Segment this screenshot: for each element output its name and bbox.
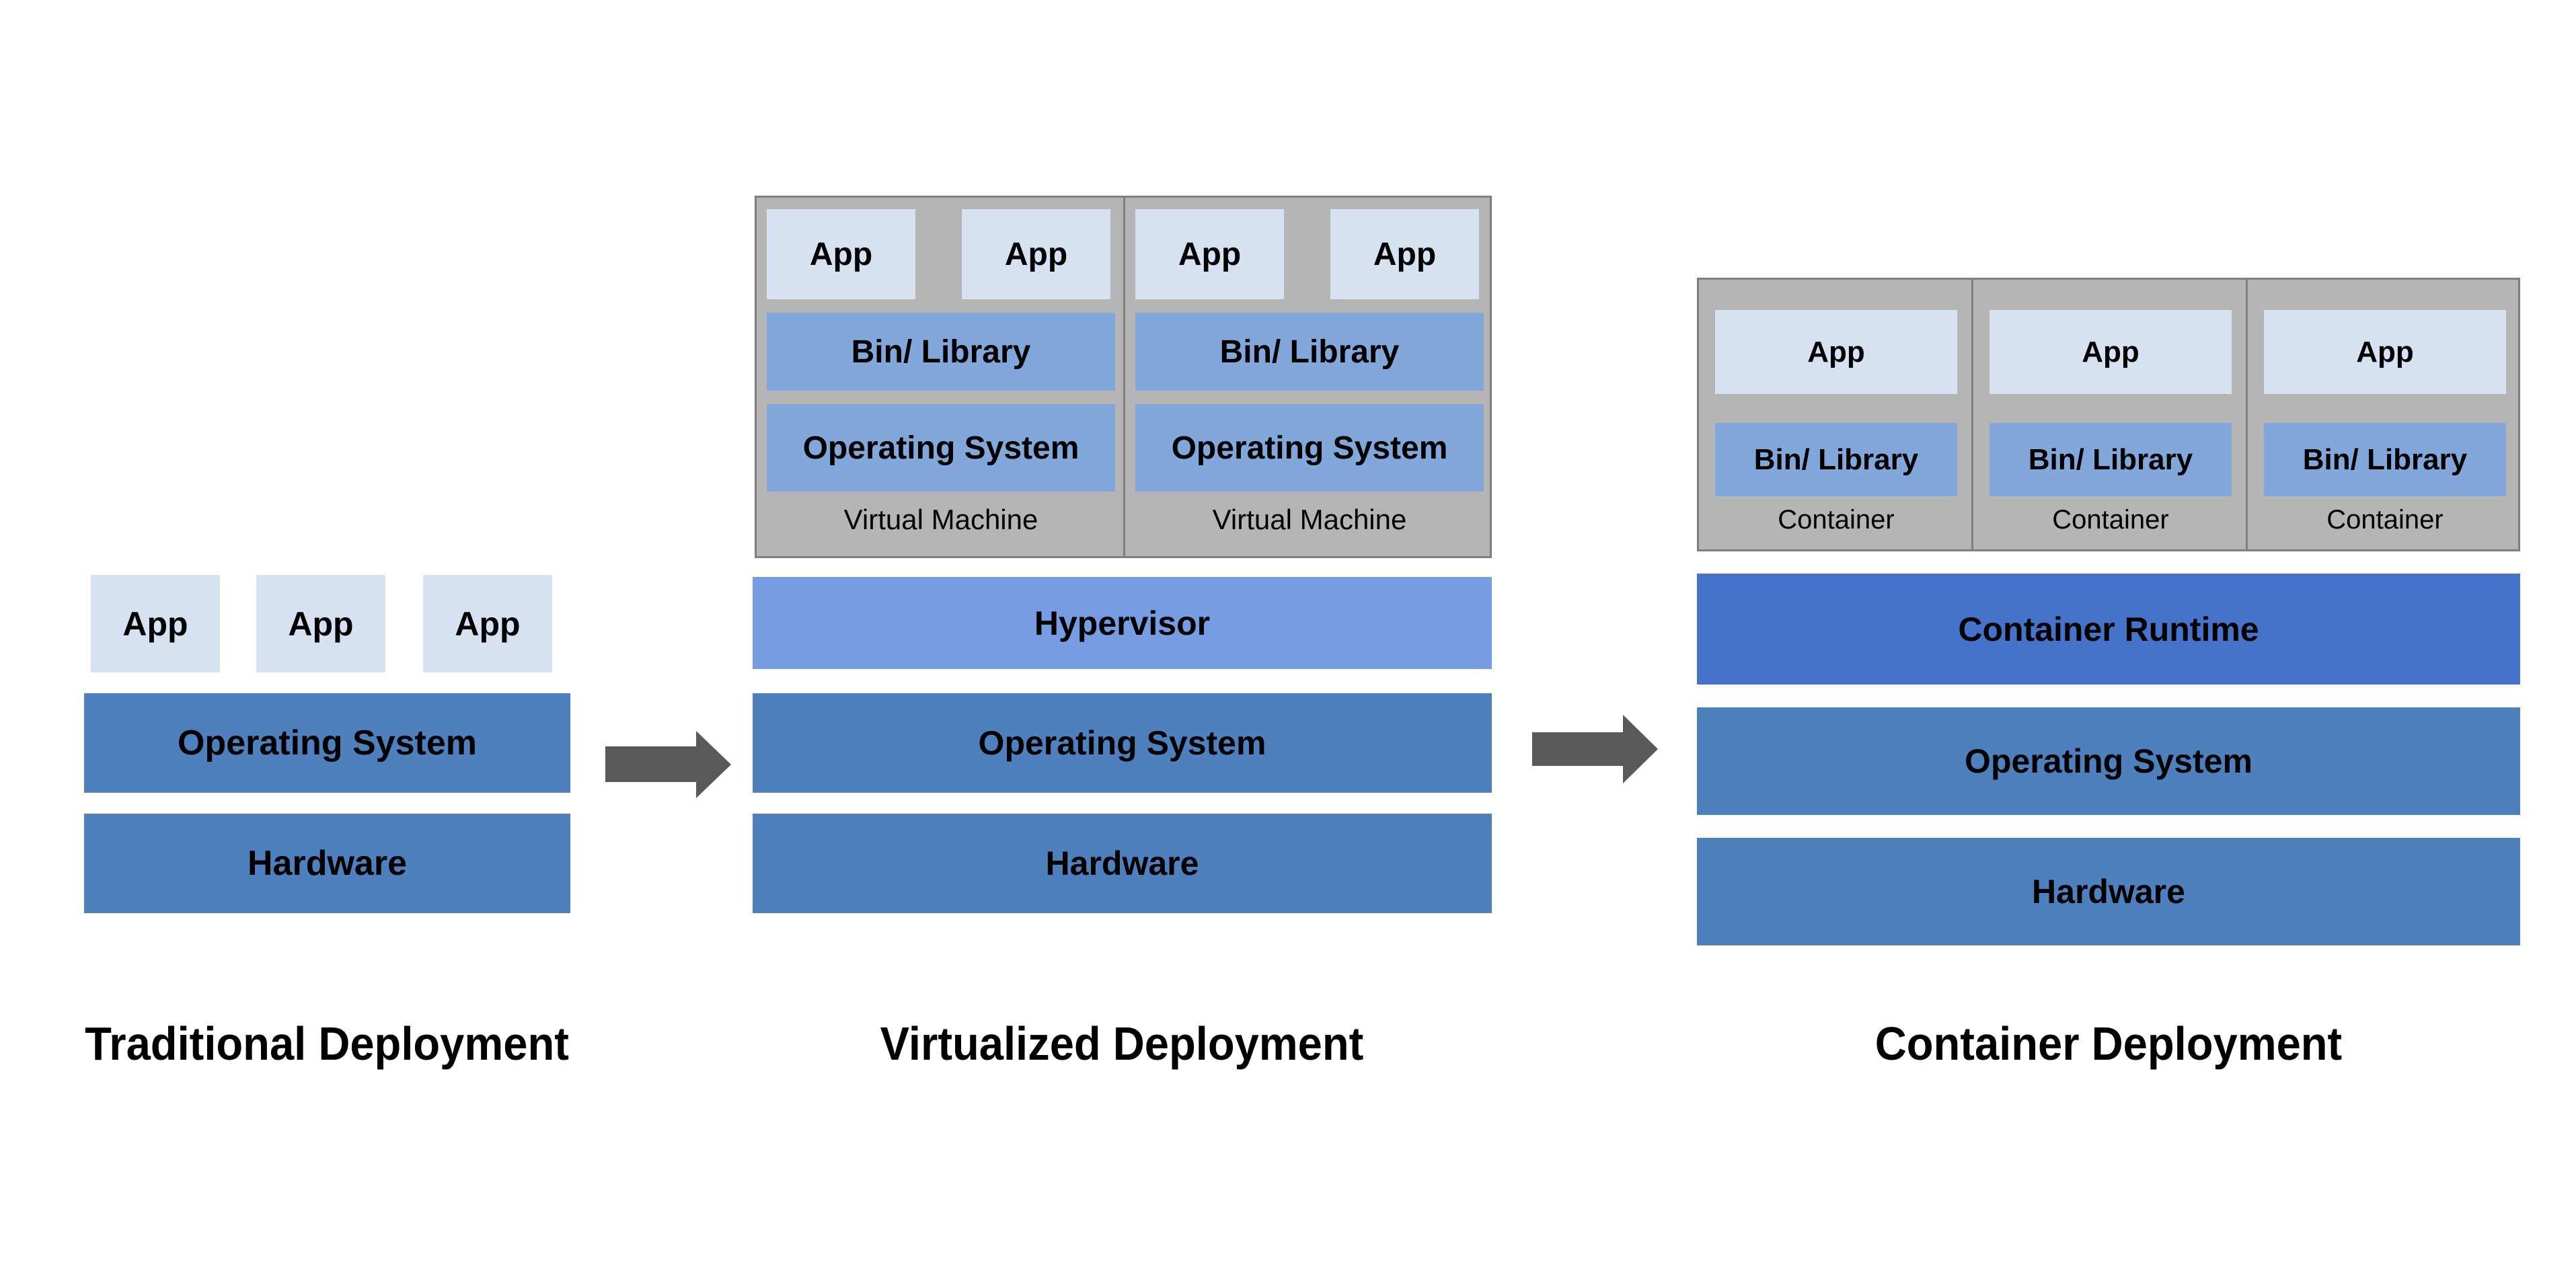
app-box: App [91,575,220,672]
bin-library-box: Bin/ Library [1990,423,2232,496]
container-divider [2246,280,2248,549]
app-box: App [2264,310,2506,394]
os-box: Operating System [1697,707,2520,815]
container-label: Container [2052,505,2169,535]
container-runtime-box: Container Runtime [1697,574,2520,685]
arrow-head [1623,715,1658,783]
app-box: App [256,575,385,672]
bin-library-box: Bin/ Library [2264,423,2506,496]
arrow-head [696,731,731,798]
container-group: App Bin/ Library Container App Bin/ Libr… [1697,278,2520,551]
container-divider [1971,280,1973,549]
vm-divider [1123,198,1125,556]
hypervisor-box: Hypervisor [753,577,1492,669]
os-box: Operating System [1135,404,1484,492]
os-box: Operating System [84,693,570,793]
section-title: Container Deployment [1874,1017,2343,1070]
app-box: App [1135,209,1284,299]
bin-library-box: Bin/ Library [1135,313,1484,391]
vm-label: Virtual Machine [843,504,1038,535]
section-title: Virtualized Deployment [880,1017,1364,1070]
os-box: Operating System [753,693,1492,793]
arrow-shaft [1532,732,1624,766]
app-box: App [1990,310,2232,394]
app-box: App [423,575,552,672]
container-label: Container [1778,505,1895,535]
hardware-box: Hardware [753,814,1492,913]
os-box: Operating System [767,404,1115,492]
app-box: App [767,209,915,299]
vm-group: App App Bin/ Library Operating System Vi… [755,196,1492,558]
section-title: Traditional Deployment [85,1017,569,1070]
bin-library-box: Bin/ Library [767,313,1115,391]
app-box: App [962,209,1110,299]
vm-label: Virtual Machine [1212,504,1407,535]
arrow-shaft [605,746,697,782]
container-label: Container [2326,505,2444,535]
hardware-box: Hardware [1697,838,2520,945]
bin-library-box: Bin/ Library [1715,423,1957,496]
app-box: App [1330,209,1479,299]
app-box: App [1715,310,1957,394]
hardware-box: Hardware [84,814,570,913]
